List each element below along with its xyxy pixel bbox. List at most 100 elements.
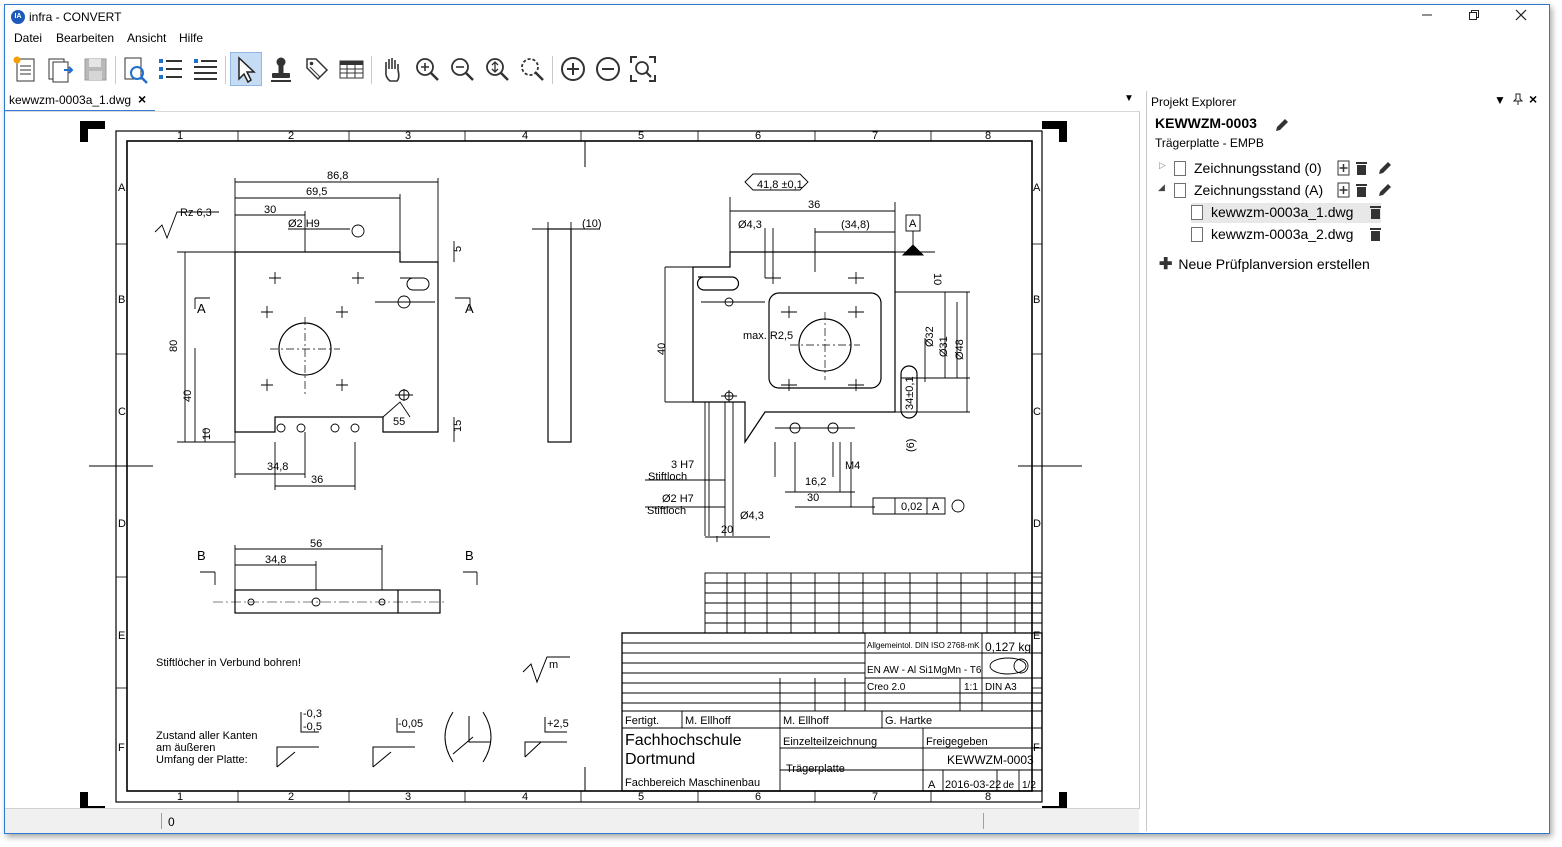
dimension-label: 69,5 (306, 186, 327, 198)
add-file-icon[interactable] (1337, 182, 1351, 201)
menu-bearbeiten[interactable]: Bearbeiten (56, 31, 115, 45)
titleblock-fertig: Fertigt. (625, 715, 659, 727)
add-circle-button[interactable] (558, 53, 588, 85)
tree-item-file-2[interactable]: kewwzm-0003a_2.dwg (1191, 225, 1381, 245)
dimension-label: 55 (393, 416, 405, 428)
import-document-button[interactable] (45, 53, 75, 85)
tree-item-file-1[interactable]: kewwzm-0003a_1.dwg (1191, 203, 1381, 223)
title-bar: IA infra - CONVERT (5, 5, 1549, 30)
dimension-label: 20 (721, 524, 733, 536)
collapse-arrow-icon[interactable]: ◢ (1158, 182, 1165, 192)
zoom-extents-button[interactable] (628, 53, 658, 85)
menu-hilfe[interactable]: Hilfe (179, 31, 204, 45)
pin-icon[interactable] (1512, 93, 1524, 108)
menu-datei[interactable]: Datei (14, 31, 43, 45)
drawing-viewport[interactable]: 1 2 3 4 5 6 7 8 1 2 3 4 5 6 7 8 A B C D (5, 111, 1140, 814)
table-button[interactable] (336, 53, 366, 85)
dimension-label: 34,8 (265, 554, 286, 566)
new-document-button[interactable] (10, 53, 40, 85)
delete-icon[interactable] (1355, 182, 1368, 201)
row-label: E (118, 630, 125, 642)
add-circle-icon (561, 57, 585, 81)
app-window: IA infra - CONVERT Datei Bearbeiten Ansi… (4, 4, 1550, 834)
import-document-icon (48, 58, 74, 83)
app-logo-icon: IA (11, 10, 25, 24)
close-button[interactable] (1498, 5, 1544, 30)
edit-project-icon[interactable] (1274, 117, 1290, 136)
save-button[interactable] (80, 53, 110, 85)
dimension-label: 16,2 (805, 476, 826, 488)
stamp-button[interactable] (266, 53, 296, 85)
tree-item-state-0[interactable]: ▷ Zeichnungsstand (0) (1155, 159, 1545, 179)
status-separator (161, 813, 162, 829)
edit-icon[interactable] (1377, 182, 1393, 201)
minimize-button[interactable] (1404, 5, 1450, 30)
new-version-button[interactable]: ✚Neue Prüfplanversion erstellen (1159, 254, 1370, 274)
titleblock-material: EN AW - Al Si1MgMn - T6 (867, 665, 982, 676)
titleblock-format: DIN A3 (985, 682, 1017, 693)
tab-close-icon[interactable]: × (138, 91, 147, 107)
file-label: kewwzm-0003a_2.dwg (1211, 226, 1354, 242)
add-file-icon[interactable] (1337, 160, 1351, 179)
drawing-note: Stiftlöcher in Verbund bohren! (156, 657, 301, 669)
project-explorer-panel: Projekt Explorer ▼ × KEWWZM-0003 Trägerp… (1146, 91, 1549, 831)
expand-arrow-icon[interactable]: ▷ (1159, 160, 1166, 170)
file-label: kewwzm-0003a_1.dwg (1211, 204, 1354, 220)
remove-circle-button[interactable] (593, 53, 623, 85)
list-lines-button[interactable] (190, 53, 220, 85)
dimension-label: 34,8 (267, 461, 288, 473)
edge-value: -0,05 (398, 718, 423, 730)
toolbar-separator (552, 56, 553, 84)
titleblock-weight: 0,127 kg (985, 640, 1031, 654)
section-label: A (197, 301, 206, 316)
edit-icon[interactable] (1377, 160, 1393, 179)
zoom-in-button[interactable] (412, 53, 442, 85)
clipboard-icon (1174, 183, 1186, 198)
tolerance-label: 0,02 (901, 501, 922, 513)
stamp-icon (271, 57, 291, 82)
row-label: A (118, 182, 126, 194)
titleblock-date: 2016-03-22 (945, 779, 1001, 791)
zoom-document-icon (124, 57, 148, 84)
table-icon (339, 60, 364, 79)
cad-drawing: 1 2 3 4 5 6 7 8 1 2 3 4 5 6 7 8 A B C D (80, 121, 1082, 814)
remove-circle-icon (596, 57, 620, 81)
select-tool-button[interactable] (230, 52, 262, 86)
restore-button[interactable] (1451, 5, 1497, 30)
pan-button[interactable] (377, 53, 407, 85)
edge-value: -0,3 (303, 708, 322, 720)
section-label: B (465, 548, 474, 563)
tag-button[interactable] (301, 53, 331, 85)
dimension-label: M4 (845, 460, 860, 472)
tab-list-dropdown-icon[interactable]: ▼ (1124, 93, 1134, 104)
status-separator (983, 813, 984, 829)
list-tree-icon (159, 59, 182, 79)
column-label: 4 (522, 130, 528, 142)
zoom-fit-button[interactable] (482, 53, 512, 85)
titleblock-approved-by: G. Hartke (885, 715, 932, 727)
column-label: 6 (755, 130, 761, 142)
status-bar: 0 (5, 808, 1139, 833)
delete-icon[interactable] (1355, 160, 1368, 179)
zoom-document-button[interactable] (120, 53, 150, 85)
delete-icon[interactable] (1369, 226, 1382, 245)
zoom-window-button[interactable] (517, 53, 547, 85)
drawing-note: am äußeren (156, 742, 215, 754)
list-tree-button[interactable] (155, 53, 185, 85)
row-label: F (118, 742, 125, 754)
column-label: 1 (177, 791, 183, 803)
delete-icon[interactable] (1369, 204, 1382, 223)
panel-menu-icon[interactable]: ▼ (1494, 93, 1506, 107)
document-tab[interactable]: kewwzm-0003a_1.dwg × (5, 91, 155, 112)
dimension-label: 36 (808, 199, 820, 211)
panel-close-icon[interactable]: × (1529, 91, 1538, 107)
titleblock-school: Fachhochschule (625, 732, 742, 749)
save-icon (84, 58, 107, 81)
list-lines-icon (194, 59, 217, 80)
project-title: KEWWZM-0003 (1155, 115, 1257, 131)
close-icon (1515, 9, 1527, 21)
zoom-out-button[interactable] (447, 53, 477, 85)
project-subtitle: Trägerplatte - EMPB (1155, 136, 1264, 150)
menu-ansicht[interactable]: Ansicht (127, 31, 167, 45)
tree-item-state-a[interactable]: ◢ Zeichnungsstand (A) (1155, 181, 1545, 201)
